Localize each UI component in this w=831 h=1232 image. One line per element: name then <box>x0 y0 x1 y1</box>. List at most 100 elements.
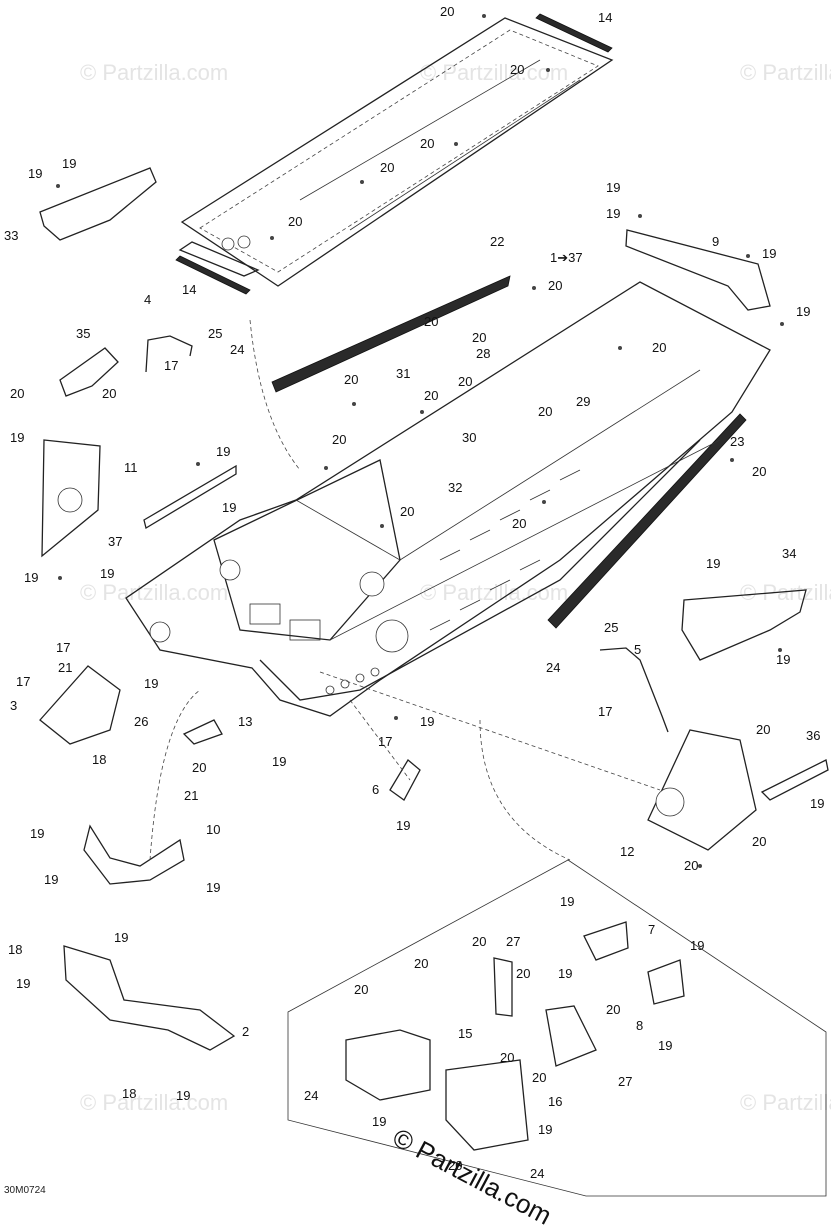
callout-label: 20 <box>424 388 438 403</box>
callout-label: 33 <box>4 228 18 243</box>
part-3-bracket <box>39 665 121 745</box>
watermark: © Partzilla.com <box>420 580 568 605</box>
callout-label: 17 <box>164 358 178 373</box>
callout-label: 19 <box>222 500 236 515</box>
callout-label: 19 <box>44 872 58 887</box>
watermark: © Partzilla.com <box>740 60 831 85</box>
part-36-bracket <box>760 759 829 801</box>
callout-label: 19 <box>690 938 704 953</box>
diagram-svg: © Partzilla.com © Partzilla.com © Partzi… <box>4 4 831 1197</box>
callout-label: 27 <box>506 934 520 949</box>
callout-label: 18 <box>8 942 22 957</box>
callout-label: 20 <box>472 934 486 949</box>
callout-label: 4 <box>144 292 151 307</box>
callout-label: 18 <box>92 752 106 767</box>
part-15-bracket <box>345 1029 431 1101</box>
callout-label: 25 <box>604 620 618 635</box>
callout-label: 19 <box>176 1088 190 1103</box>
callout-label: 20 <box>102 386 116 401</box>
callout-label: 8 <box>636 1018 643 1033</box>
callout-label: 20 <box>424 314 438 329</box>
part-13-bracket <box>182 719 223 745</box>
callout-label: 20 <box>652 340 666 355</box>
callout-label: 20 <box>532 1070 546 1085</box>
callout-label: 20 <box>752 834 766 849</box>
part-9-plate <box>625 229 771 311</box>
part-16-bracket <box>445 1059 529 1151</box>
callout-label: 24 <box>546 660 560 675</box>
callout-label: 19 <box>10 430 24 445</box>
callout-label: 20 <box>440 4 454 19</box>
inset-frame <box>287 859 827 1197</box>
watermark: © Partzilla.com <box>80 1090 228 1115</box>
callout-label: 29 <box>576 394 590 409</box>
callout-label: 28 <box>476 346 490 361</box>
callout-label: 19 <box>24 570 38 585</box>
callout-label: 35 <box>76 326 90 341</box>
callout-label: 36 <box>806 728 820 743</box>
drawing-code: 30M0724 <box>4 1185 46 1196</box>
callout-label: 20 <box>516 966 530 981</box>
part-6-bracket <box>389 759 421 801</box>
callout-label: 19 <box>658 1038 672 1053</box>
callout-label: 9 <box>712 234 719 249</box>
tunnel-top-assembly <box>175 13 614 295</box>
part-22-rail <box>271 275 511 393</box>
callout-label: 19 <box>16 976 30 991</box>
part-2-rail <box>63 945 236 1051</box>
callout-label: 20 <box>500 1050 514 1065</box>
callout-label: 20 <box>512 516 526 531</box>
callout-label: 10 <box>206 822 220 837</box>
callout-label: 19 <box>114 930 128 945</box>
part-5-handle <box>599 647 669 733</box>
callout-label: 1➔37 <box>550 250 583 265</box>
callout-label: 3 <box>10 698 17 713</box>
callout-label: 30 <box>462 430 476 445</box>
parts-diagram: © Partzilla.com © Partzilla.com © Partzi… <box>4 4 831 1231</box>
callout-label: 20 <box>510 62 524 77</box>
callout-label: 20 <box>288 214 302 229</box>
callout-label: 20 <box>538 404 552 419</box>
callout-label: 20 <box>414 956 428 971</box>
callout-label: 19 <box>216 444 230 459</box>
part-10-bracket <box>83 824 185 885</box>
callout-label: 27 <box>618 1074 632 1089</box>
part-23-rail <box>547 413 747 629</box>
callout-label: 20 <box>192 760 206 775</box>
callout-label: 17 <box>378 734 392 749</box>
callout-label: 19 <box>606 180 620 195</box>
callout-label: 5 <box>634 642 641 657</box>
callout-label: 19 <box>606 206 620 221</box>
callout-label: 20 <box>684 858 698 873</box>
callout-label: 19 <box>62 156 76 171</box>
callout-label: 20 <box>420 136 434 151</box>
watermark: © Partzilla.com <box>80 580 228 605</box>
callout-label: 26 <box>134 714 148 729</box>
part-7-bracket <box>583 921 629 961</box>
callout-label: 32 <box>448 480 462 495</box>
callout-label: 19 <box>100 566 114 581</box>
part-11-plate <box>41 439 101 558</box>
callout-label: 18 <box>122 1086 136 1101</box>
callout-label: 19 <box>144 676 158 691</box>
callout-label: 14 <box>598 10 612 25</box>
callout-label: 23 <box>730 434 744 449</box>
callout-label: 24 <box>530 1166 544 1181</box>
callout-label: 24 <box>230 342 244 357</box>
callout-label: 20 <box>606 1002 620 1017</box>
callout-label: 20 <box>458 374 472 389</box>
callout-label: 20 <box>10 386 24 401</box>
part-27-bracket <box>493 957 513 1017</box>
callout-label: 17 <box>56 640 70 655</box>
callout-label: 19 <box>396 818 410 833</box>
part-8-bracket <box>647 959 685 1005</box>
callout-label: 20 <box>752 464 766 479</box>
callout-label: 17 <box>16 674 30 689</box>
callout-label: 19 <box>206 880 220 895</box>
part-35-bracket <box>59 347 119 397</box>
callout-label: 20 <box>380 160 394 175</box>
callout-label: 7 <box>648 922 655 937</box>
callout-label: 20 <box>332 432 346 447</box>
callout-label: 15 <box>458 1026 472 1041</box>
leader-lines <box>149 319 661 861</box>
